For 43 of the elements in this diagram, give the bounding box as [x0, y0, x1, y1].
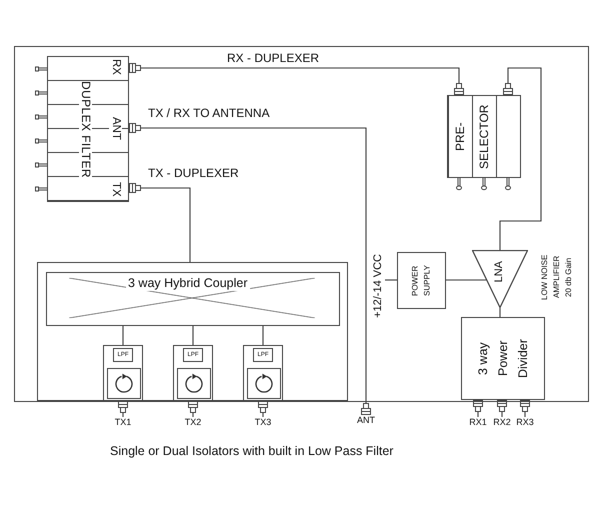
signal-line: [262, 326, 264, 345]
signal-line: [118, 401, 128, 417]
isolator-box: [103, 345, 143, 401]
signal-line: [385, 279, 397, 281]
port-label: ANT: [357, 415, 375, 426]
isolator-box: [243, 345, 283, 401]
signal-line: [497, 400, 507, 417]
signal-line: [499, 308, 501, 317]
enclosure-box: [37, 262, 348, 401]
voltage-label: +12/-14 VCC: [372, 254, 385, 318]
isolator-box: [173, 345, 213, 401]
port-label: TX2: [184, 417, 202, 428]
circulator-box: [107, 368, 141, 399]
circulator-box: [247, 368, 281, 399]
signal-line: [188, 401, 198, 417]
signal-line: [473, 400, 483, 417]
signal-line: [192, 326, 194, 345]
edge-label: TX - DUPLEXER: [147, 166, 240, 180]
block-label: DUPLEX FILTER: [79, 81, 92, 178]
caption: Single or Dual Isolators with built in Low Pass Filter: [110, 444, 394, 459]
preselector-block: PRE- SELECTOR: [447, 95, 521, 178]
port-label: TX3: [254, 417, 272, 428]
signal-line: [446, 279, 486, 281]
circulator-box: [177, 368, 211, 399]
edge-label: RX - DUPLEXER: [226, 51, 320, 65]
signal-line: [499, 67, 542, 250]
coupler-box: [46, 272, 340, 326]
signal-line: [129, 63, 464, 95]
edge-label: TX / RX TO ANTENNA: [147, 106, 271, 120]
signal-line: [129, 123, 371, 415]
node-label: 3 way Hybrid Coupler: [126, 276, 250, 291]
signal-line: [520, 400, 530, 417]
duplex-filter-block: [47, 56, 129, 202]
port-label: ANT: [109, 117, 122, 140]
signal-line: [258, 401, 268, 417]
port-label: RX3: [516, 417, 534, 428]
port-label: TX1: [114, 417, 132, 428]
port-label: RX1: [469, 417, 487, 428]
annotation-text: LOW NOISE AMPLIFIER 20 db Gain: [539, 253, 574, 302]
port-label: RX2: [493, 417, 511, 428]
signal-line: [122, 326, 124, 345]
power-supply-box: POWER SUPPLY: [397, 252, 446, 309]
signal-line: [129, 183, 191, 262]
